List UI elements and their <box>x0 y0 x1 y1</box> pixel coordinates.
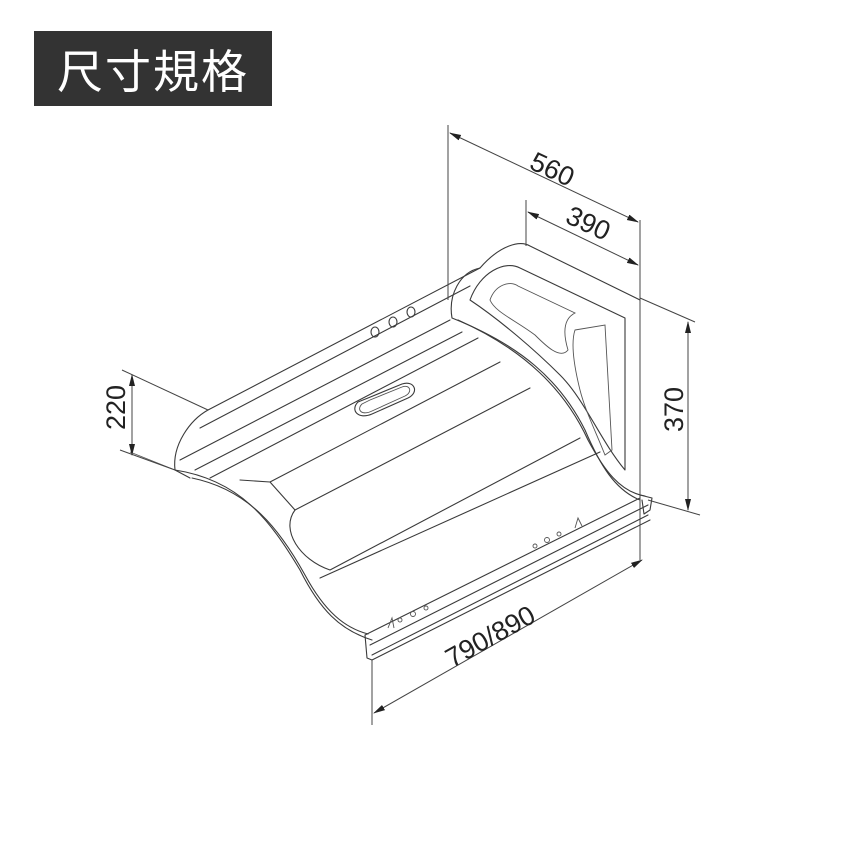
dim-220: 220 <box>101 369 209 471</box>
light-window <box>354 382 416 417</box>
dim-label-790-890: 790/890 <box>440 600 540 674</box>
dim-370: 370 <box>639 297 701 516</box>
dim-560: 560 <box>447 125 641 560</box>
knob-icon <box>388 316 398 328</box>
dim-label-220: 220 <box>101 385 131 430</box>
knob-icon <box>406 306 416 318</box>
dim-label-370: 370 <box>659 387 689 432</box>
rail-fasteners-left <box>387 605 429 629</box>
page-title: 尺寸規格 <box>34 31 272 106</box>
dim-790-890: 790/890 <box>371 559 643 725</box>
hood-body <box>129 267 601 641</box>
dim-label-560: 560 <box>525 146 579 192</box>
knob-icon <box>370 326 380 338</box>
rail-fasteners-right <box>532 516 583 549</box>
control-knobs <box>370 306 416 338</box>
dim-390: 390 <box>525 200 639 266</box>
